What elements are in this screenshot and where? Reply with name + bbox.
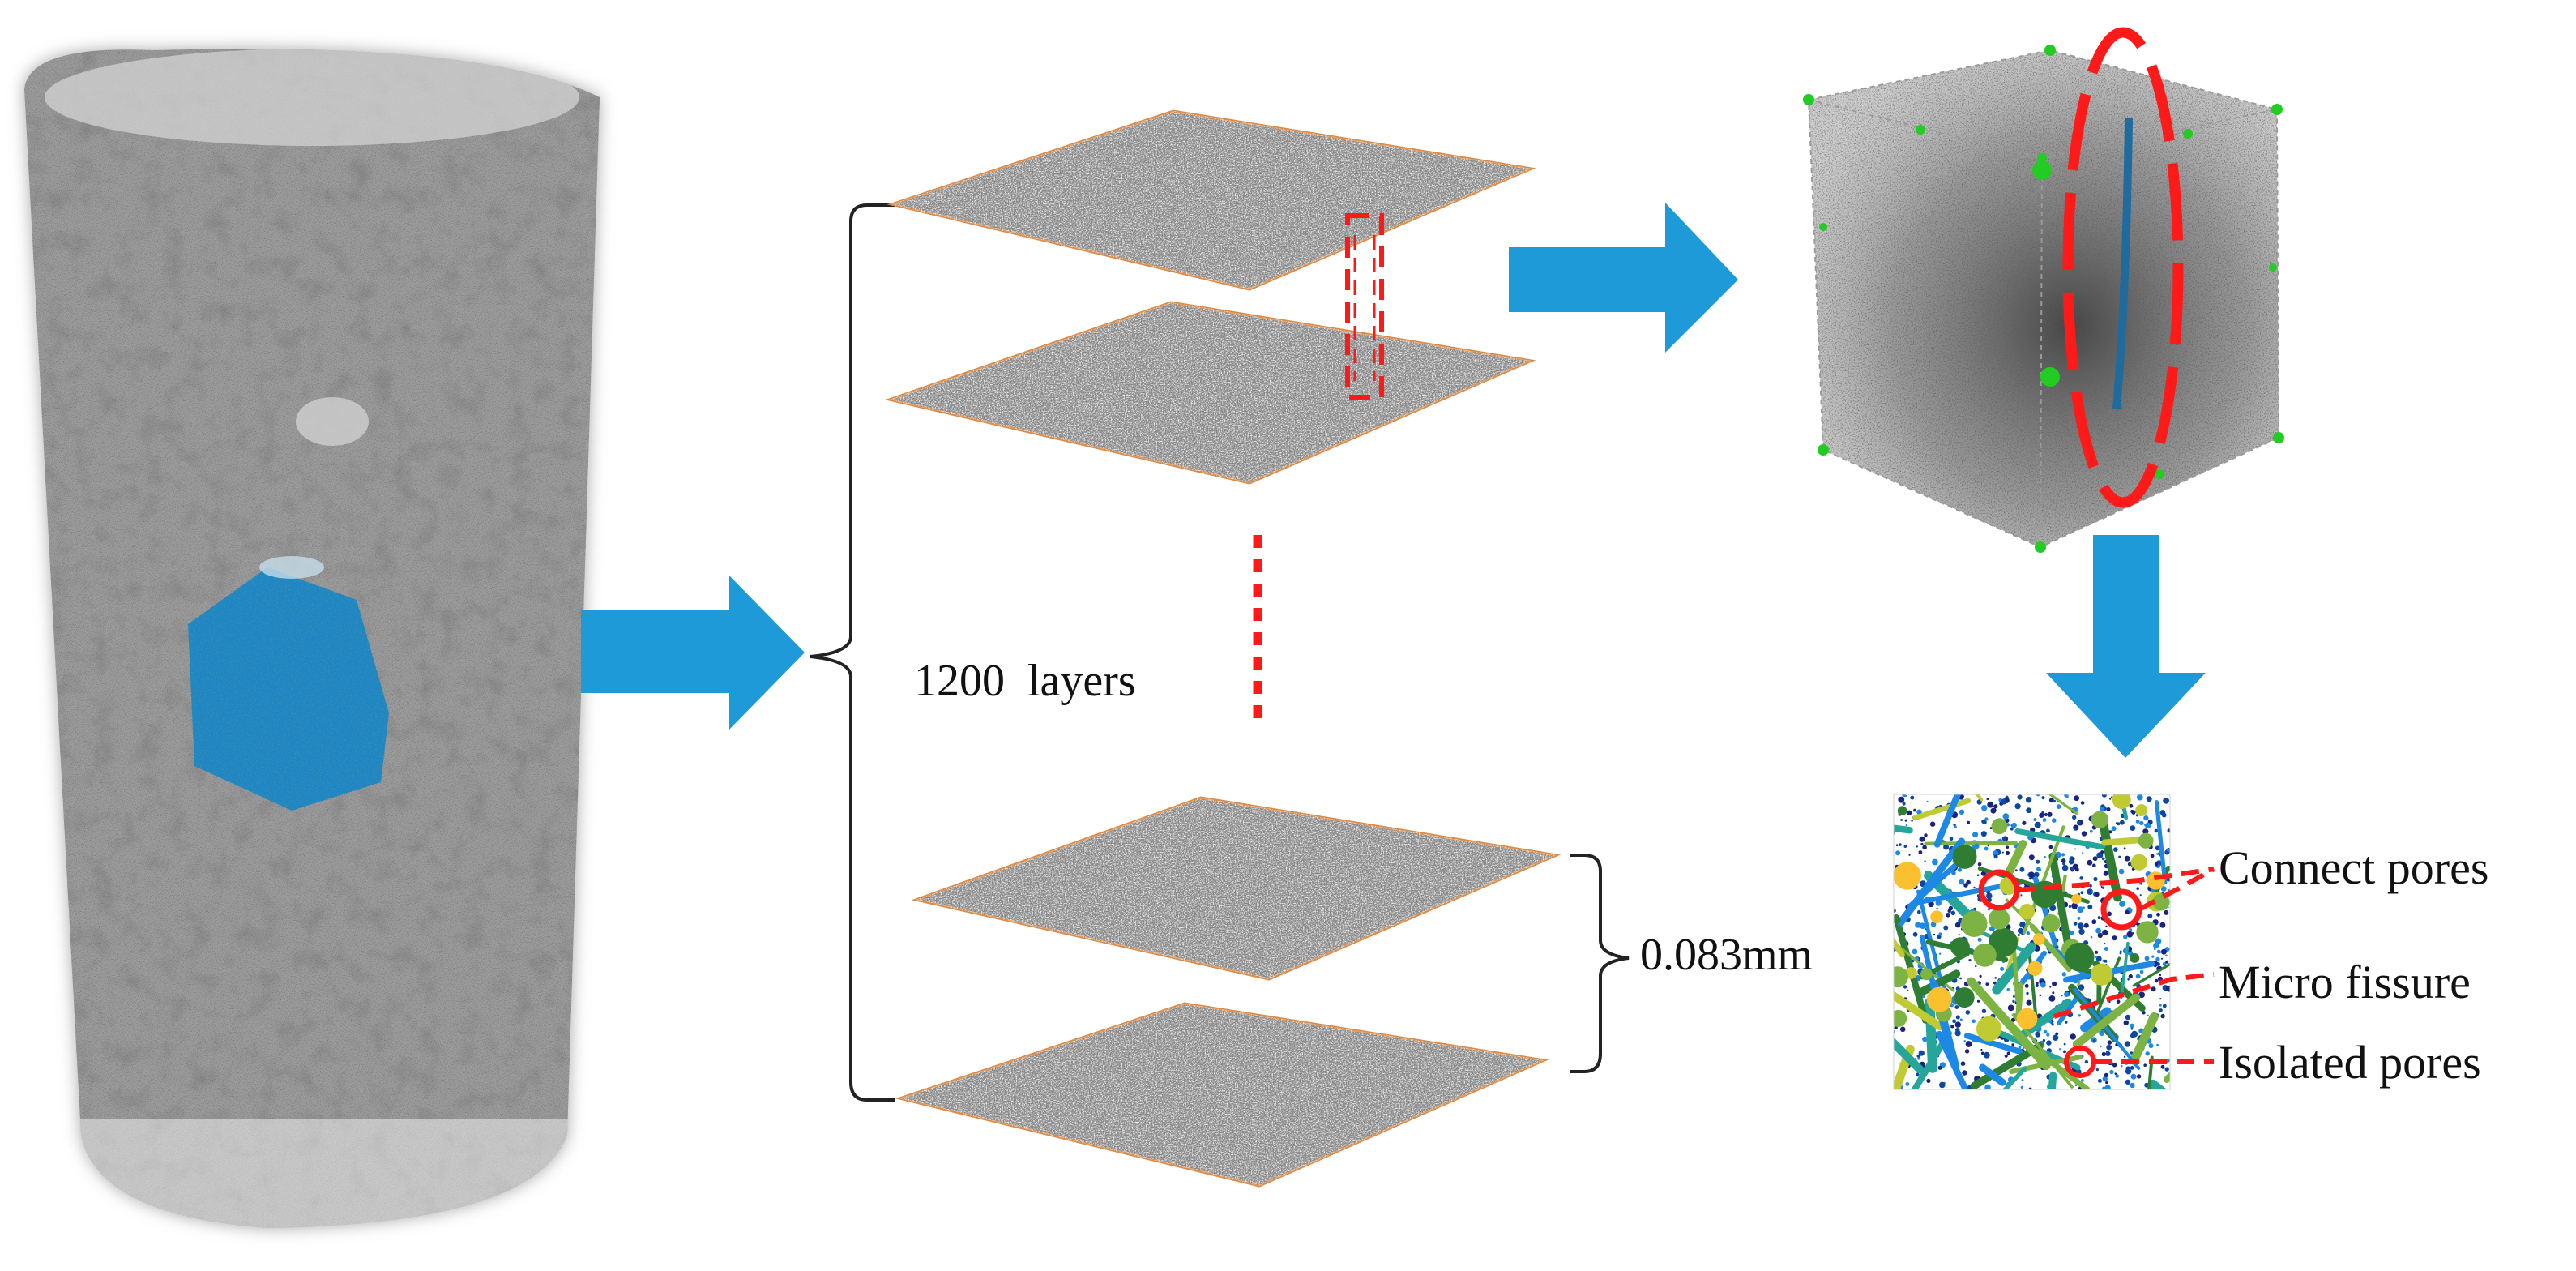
fissure-highlight-ellipse — [2062, 27, 2184, 508]
arrow-right-icon — [581, 576, 805, 730]
arrow-down-icon — [2046, 535, 2206, 758]
left-brace — [810, 203, 895, 1102]
right-brace — [1570, 854, 1630, 1073]
ct-slice-3 — [911, 796, 1561, 981]
micro-fissure-label: Micro fissure — [2219, 956, 2471, 1008]
layer-count-label: 1200 layers — [914, 656, 1136, 706]
isolated-pores-label: Isolated pores — [2219, 1036, 2481, 1089]
arrow-right-icon — [1509, 203, 1738, 353]
selection-column — [1345, 213, 1384, 400]
callout-leaders — [2016, 867, 2215, 1064]
volume-cube — [1803, 27, 2284, 553]
fissure-trace — [2112, 117, 2133, 410]
pore-network-model — [1893, 794, 2171, 1090]
ct-slice-4 — [895, 1002, 1549, 1188]
ct-slice-2 — [884, 301, 1536, 485]
ct-slice-1 — [886, 109, 1536, 291]
rock-core-sample — [24, 49, 600, 1229]
connect-pores-label: Connect pores — [2219, 841, 2489, 894]
slice-spacing-label: 0.083mm — [1640, 930, 1813, 980]
selected-subvolume — [188, 556, 389, 811]
